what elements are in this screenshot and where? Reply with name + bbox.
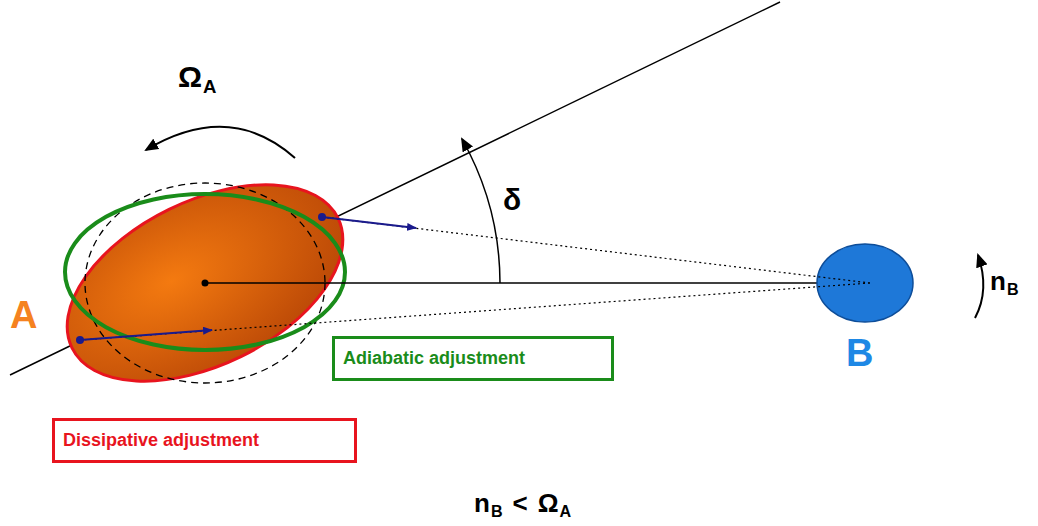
subscript: B: [1007, 280, 1019, 298]
body-a-name: A: [10, 296, 37, 334]
adiabatic-label-box: Adiabatic adjustment: [332, 336, 614, 381]
dissipative-label-box: Dissipative adjustment: [52, 418, 357, 463]
symbol-label: n: [474, 488, 490, 518]
centre-dot: [202, 280, 209, 287]
node-text: Adiabatic adjustment: [343, 348, 525, 368]
symbol-label: Ω: [538, 488, 559, 518]
body-b-name: B: [846, 334, 873, 372]
symbol-label: Ω: [178, 60, 202, 93]
spin-arrow: [146, 127, 295, 158]
symbol-label: B: [846, 332, 873, 374]
force-arrow: [322, 217, 416, 228]
force-arrow: [80, 330, 212, 340]
symbol-label: <: [513, 488, 528, 518]
subscript: A: [560, 502, 572, 520]
dotted-line: [80, 283, 870, 340]
point-dot: [76, 336, 84, 344]
subscript: B: [491, 502, 503, 520]
dotted-line: [322, 217, 870, 283]
orbital-rate: nB: [990, 268, 1019, 294]
spin-rate: ΩA: [178, 62, 217, 92]
orbit-arrow: [975, 255, 983, 318]
symbol-label: δ: [503, 183, 521, 216]
point-dot: [318, 213, 326, 221]
line-of-centres: [205, 282, 872, 284]
adiabatic-body: [65, 194, 345, 350]
symbol-label: n: [990, 266, 1006, 296]
symbol-label: A: [10, 294, 37, 336]
node-text: Dissipative adjustment: [63, 430, 259, 450]
condition: nB<ΩA: [474, 490, 571, 516]
angle-arc: [462, 139, 500, 283]
lag-angle: δ: [503, 185, 521, 215]
subscript: A: [203, 76, 216, 97]
